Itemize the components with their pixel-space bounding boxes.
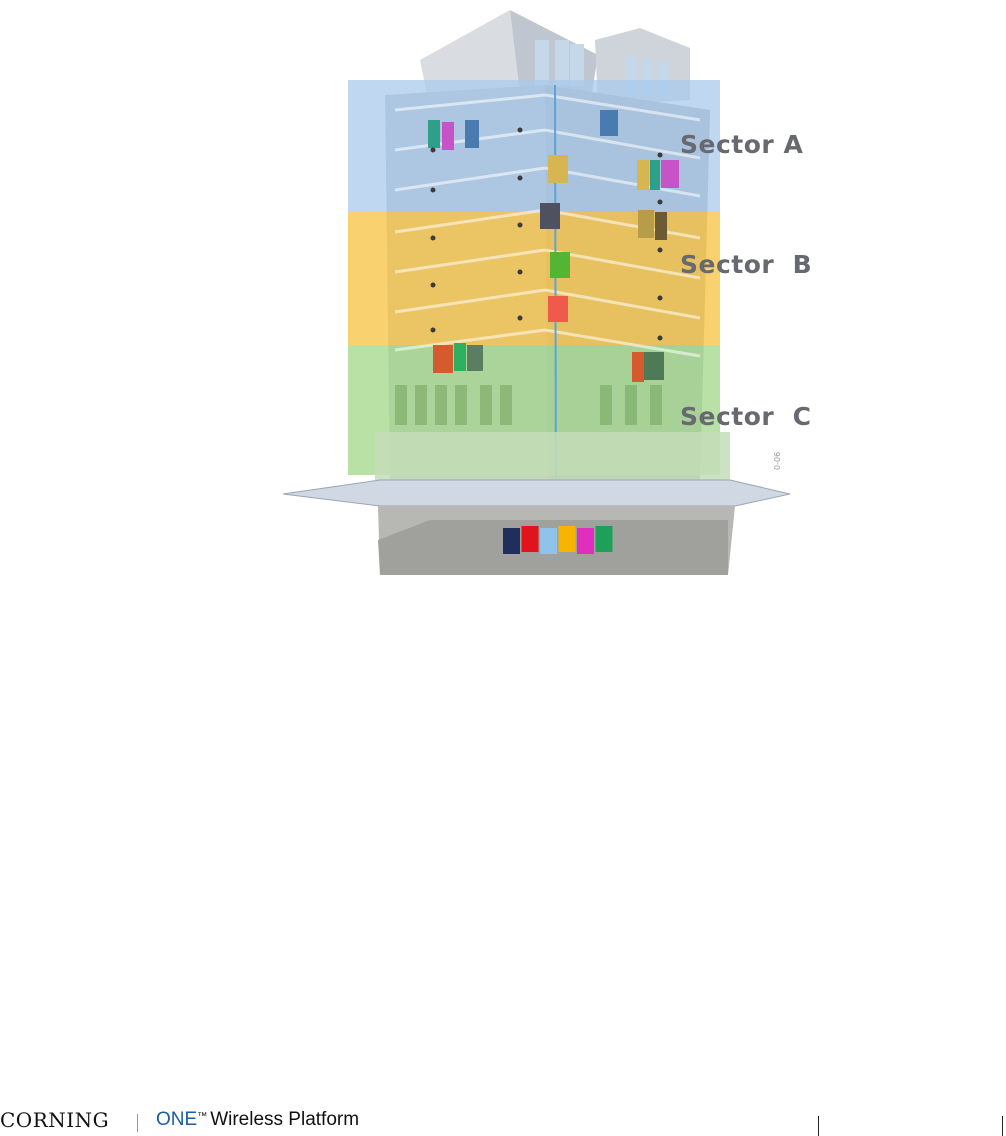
product-rest: Wireless Platform — [210, 1109, 359, 1130]
equipment-unit — [596, 526, 613, 552]
equipment-unit — [540, 528, 557, 554]
figure-id-text: 0-06 — [773, 452, 782, 470]
ground-floor — [375, 432, 730, 482]
corning-logo: CORNING — [0, 1108, 109, 1132]
footer-separator — [137, 1114, 138, 1132]
sector-b-label: Sector B — [680, 250, 812, 279]
building-illustration: 0-06 — [0, 0, 1006, 600]
footer-divider-right — [1002, 1116, 1003, 1136]
product-one: ONE — [156, 1109, 197, 1130]
sector-a-label: Sector A — [680, 130, 803, 159]
trademark: ™ — [197, 1111, 207, 1122]
equipment-unit — [503, 528, 520, 554]
equipment-unit — [577, 528, 594, 554]
das-building-diagram: 0-06 Sector A Sector B Sector C — [0, 0, 1006, 600]
sector-a-band — [348, 80, 720, 212]
footer-divider-left — [818, 1116, 819, 1136]
ground-plane — [283, 480, 790, 506]
equipment-unit — [522, 526, 539, 552]
sector-c-label: Sector C — [680, 402, 812, 431]
equipment-unit — [559, 526, 576, 552]
